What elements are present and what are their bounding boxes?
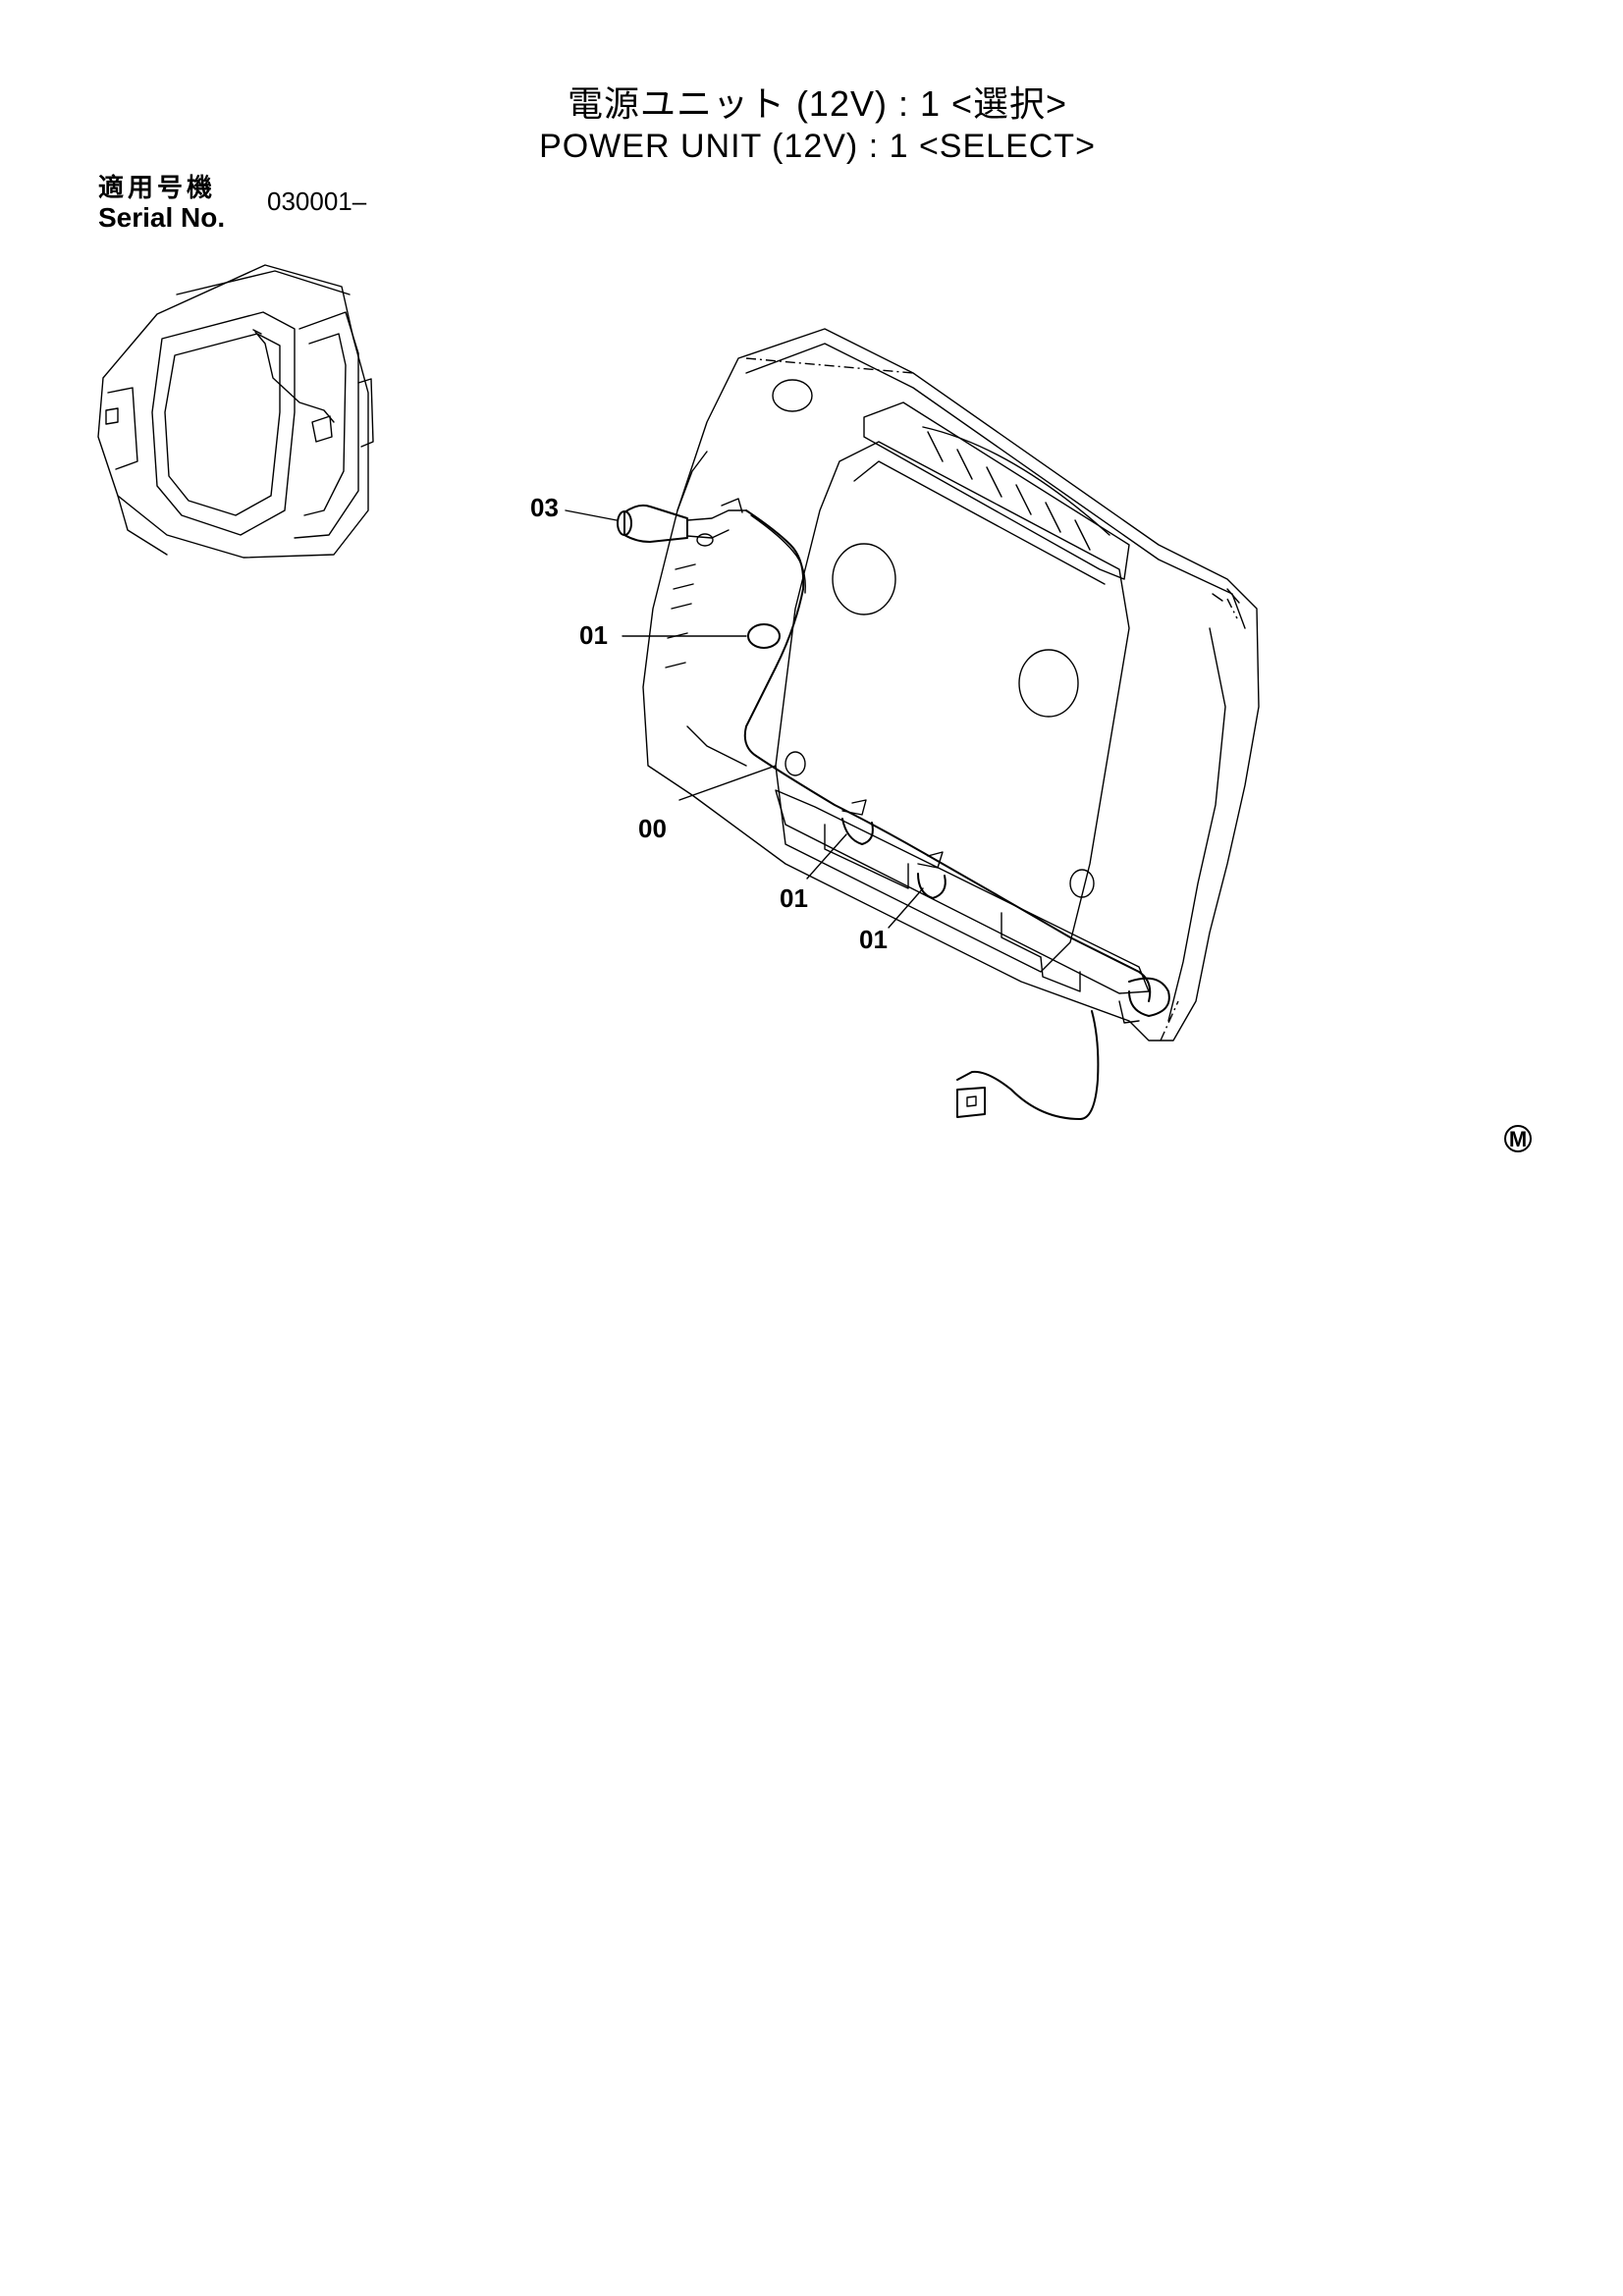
serial-labels: 適用号機 Serial No.	[98, 173, 225, 234]
leader-01c	[888, 887, 924, 929]
leader-03	[565, 509, 618, 521]
leader-00	[678, 765, 777, 801]
drawing-title: 電源ユニット (12V) : 1 <選択> POWER UNIT (12V) :…	[0, 82, 1623, 167]
serial-label-english: Serial No.	[98, 202, 226, 233]
corner-m-mark: M	[1504, 1125, 1532, 1152]
callout-01-clamp-right: 01	[859, 925, 888, 954]
title-japanese: 電源ユニット (12V) : 1 <選択>	[567, 83, 1068, 124]
power-unit-main-view	[617, 328, 1260, 1120]
serial-label-japanese: 適用号機	[98, 173, 217, 202]
leader-01b	[806, 833, 847, 880]
corner-m-text: M	[1509, 1127, 1527, 1151]
title-english: POWER UNIT (12V) : 1 <SELECT>	[539, 128, 1096, 165]
callout-01-upper: 01	[579, 620, 608, 650]
cab-locator-view	[97, 264, 374, 559]
serial-number-block: 適用号機 Serial No. 030001–	[98, 173, 366, 234]
callout-leaders	[565, 509, 924, 929]
callout-00: 00	[638, 814, 667, 843]
callout-03: 03	[530, 493, 559, 522]
callout-01-clamp-left: 01	[780, 883, 808, 913]
serial-value: 030001–	[267, 187, 367, 216]
